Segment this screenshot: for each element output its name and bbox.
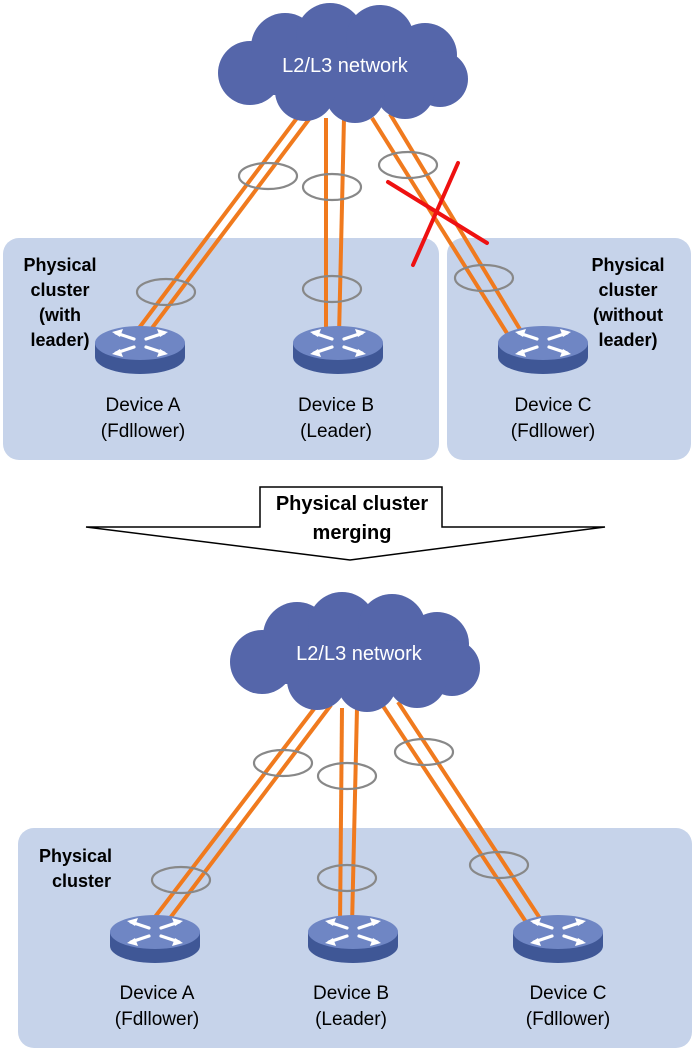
bundle-ring [316,863,378,893]
top-cloud-label: L2/L3 network [282,55,409,77]
cluster-with-leader-label: Physical cluster (with leader) [23,255,96,350]
top-device-a-name: Device A [106,395,181,416]
svg-text:Physical: Physical [591,255,664,275]
bottom-device-b[interactable] [306,913,400,965]
bottom-device-c-name: Device C [529,983,606,1004]
bottom-device-a-name: Device A [120,983,195,1004]
merge-arrow-label-line1: Physical cluster [276,493,429,515]
bottom-device-a[interactable] [108,913,202,965]
switch-icon [496,324,590,376]
svg-text:Physical: Physical [39,846,112,866]
bundle-ring [377,150,439,180]
bundle-ring [301,172,363,202]
top-device-b-name: Device B [298,395,374,416]
top-device-a[interactable] [93,324,187,376]
merged-cluster-label: Physical cluster [39,846,112,891]
bundle-ring [150,865,212,895]
svg-text:cluster: cluster [52,871,111,891]
switch-icon [511,913,605,965]
switch-icon [291,324,385,376]
bottom-device-c-role: (Fdllower) [526,1009,610,1030]
top-device-a-role: (Fdllower) [101,421,185,442]
bundle-ring [316,761,378,791]
top-bundle-rings [135,150,515,307]
top-device-c-name: Device C [514,395,591,416]
bundle-ring [237,161,299,191]
merge-arrow [85,486,606,561]
switch-icon [306,913,400,965]
merge-arrow-label-line2: merging [313,522,392,544]
top-device-c[interactable] [496,324,590,376]
bundle-ring [301,274,363,304]
bottom-device-a-role: (Fdllower) [115,1009,199,1030]
switch-icon [108,913,202,965]
bottom-device-b-role: (Leader) [315,1009,387,1030]
svg-text:leader): leader) [598,330,657,350]
svg-text:leader): leader) [30,330,89,350]
bottom-bundle-rings [150,737,530,895]
top-device-c-role: (Fdllower) [511,421,595,442]
top-device-b[interactable] [291,324,385,376]
bottom-cloud-label: L2/L3 network [296,643,423,665]
svg-text:cluster: cluster [598,280,657,300]
top-device-b-role: (Leader) [300,421,372,442]
bundle-ring [393,737,455,767]
bundle-ring [135,277,197,307]
bundle-ring [468,850,530,880]
cluster-with-leader-box [3,238,439,460]
svg-text:(without: (without [593,305,663,325]
cross-icon [386,161,489,267]
bottom-device-c[interactable] [511,913,605,965]
svg-text:cluster: cluster [30,280,89,300]
bundle-ring [453,263,515,293]
svg-text:(with: (with [39,305,81,325]
svg-text:Physical: Physical [23,255,96,275]
bundle-ring [252,748,314,778]
switch-icon [93,324,187,376]
bottom-device-b-name: Device B [313,983,389,1004]
cluster-without-leader-label: Physical cluster (without leader) [591,255,664,350]
